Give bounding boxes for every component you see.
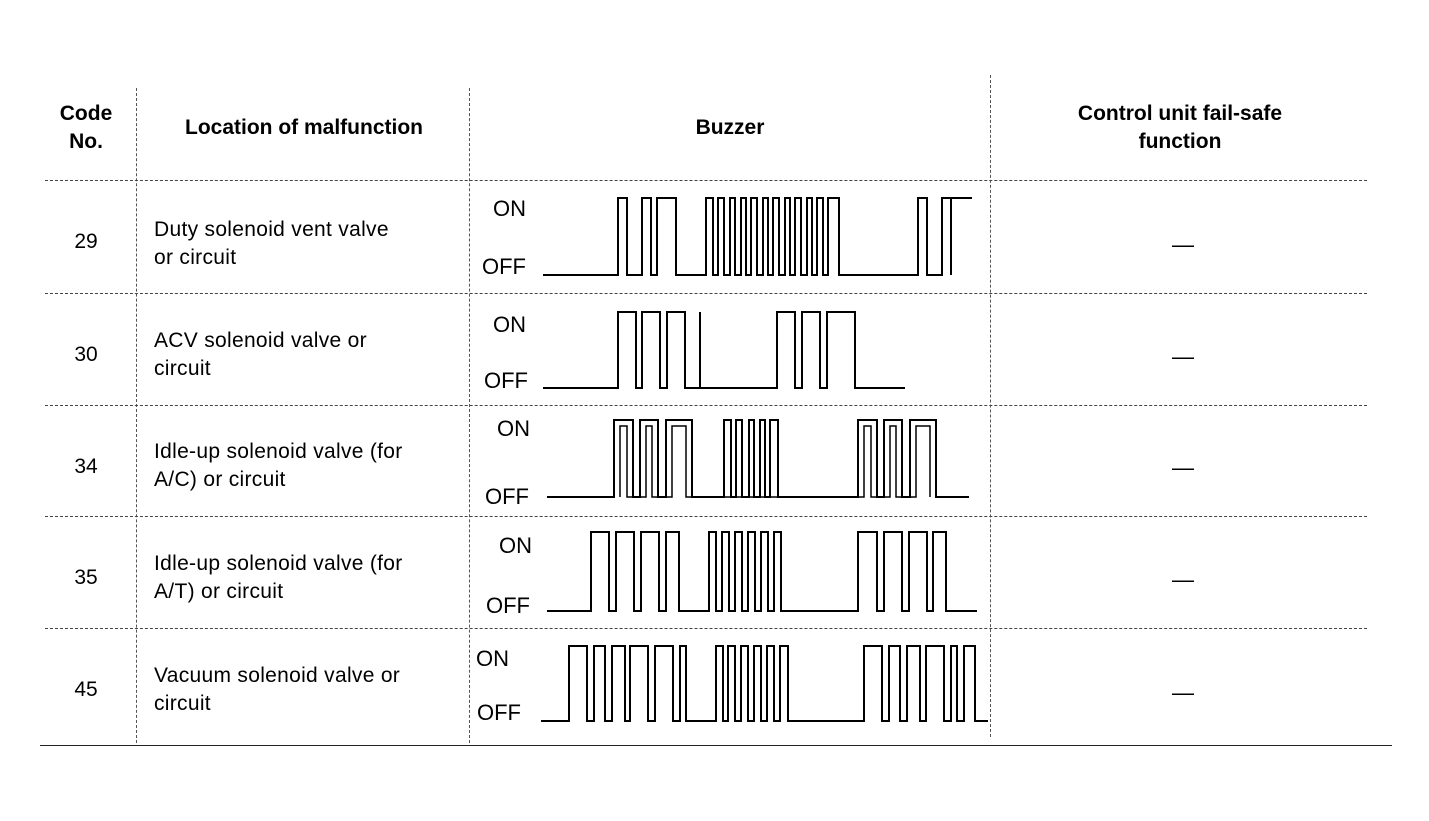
row-divider bbox=[45, 405, 1367, 406]
off-label: OFF bbox=[485, 484, 529, 509]
column-divider-3 bbox=[990, 75, 991, 737]
location-line: A/C) or circuit bbox=[154, 468, 286, 491]
code-number: 45 bbox=[74, 678, 98, 701]
row-divider bbox=[45, 293, 1367, 294]
malfunction-location: Vacuum solenoid valve or circuit bbox=[154, 662, 464, 718]
buzzer-waveform-35 bbox=[547, 531, 977, 612]
off-label: OFF bbox=[486, 593, 530, 618]
malfunction-location: Idle-up solenoid valve (for A/T) or circ… bbox=[154, 550, 464, 606]
header-failsafe-line1: Control unit fail-safe bbox=[1077, 102, 1283, 125]
header-failsafe: Control unit fail-safe function bbox=[992, 100, 1368, 156]
code-number: 30 bbox=[74, 343, 98, 366]
header-code-line2: No. bbox=[69, 130, 103, 153]
location-line: circuit bbox=[154, 692, 211, 715]
row-divider bbox=[45, 628, 1367, 629]
location-line: A/T) or circuit bbox=[154, 580, 284, 603]
failsafe-value: — bbox=[1172, 455, 1194, 480]
header-code: Code No. bbox=[40, 100, 132, 156]
location-line: Idle-up solenoid valve (for bbox=[154, 552, 403, 575]
header-buzzer: Buzzer bbox=[695, 116, 765, 139]
on-label: ON bbox=[497, 416, 530, 441]
code-number: 29 bbox=[74, 230, 98, 253]
header-divider bbox=[45, 180, 1367, 181]
column-divider-2 bbox=[469, 88, 470, 743]
buzzer-waveform-29 bbox=[543, 197, 972, 276]
code-number: 35 bbox=[74, 566, 98, 589]
off-label: OFF bbox=[484, 368, 528, 393]
failsafe-value: — bbox=[1172, 232, 1194, 257]
failsafe-value: — bbox=[1172, 680, 1194, 705]
header-failsafe-line2: function bbox=[1138, 130, 1222, 153]
on-label: ON bbox=[476, 646, 509, 671]
header-code-line1: Code bbox=[59, 102, 113, 125]
buzzer-waveform-34 bbox=[547, 419, 969, 498]
malfunction-location: ACV solenoid valve or circuit bbox=[154, 327, 464, 383]
buzzer-waveform-30 bbox=[543, 311, 905, 389]
malfunction-location: Duty solenoid vent valve or circuit bbox=[154, 216, 464, 272]
location-line: Idle-up solenoid valve (for bbox=[154, 440, 403, 463]
location-line: or circuit bbox=[154, 246, 237, 269]
off-label: OFF bbox=[477, 700, 521, 725]
table-bottom-border bbox=[40, 745, 1392, 746]
location-line: Vacuum solenoid valve or bbox=[154, 664, 401, 687]
column-divider-1 bbox=[136, 88, 137, 743]
malfunction-location: Idle-up solenoid valve (for A/C) or circ… bbox=[154, 438, 464, 494]
on-label: ON bbox=[499, 533, 532, 558]
code-number: 34 bbox=[74, 455, 98, 478]
failsafe-value: — bbox=[1172, 344, 1194, 369]
location-line: circuit bbox=[154, 357, 211, 380]
buzzer-waveform-45 bbox=[541, 645, 988, 722]
failsafe-value: — bbox=[1172, 567, 1194, 592]
on-label: ON bbox=[493, 312, 526, 337]
row-divider bbox=[45, 516, 1367, 517]
header-location: Location of malfunction bbox=[185, 116, 423, 139]
off-label: OFF bbox=[482, 254, 526, 279]
location-line: Duty solenoid vent valve bbox=[154, 218, 389, 241]
location-line: ACV solenoid valve or bbox=[154, 329, 367, 352]
on-label: ON bbox=[493, 196, 526, 221]
